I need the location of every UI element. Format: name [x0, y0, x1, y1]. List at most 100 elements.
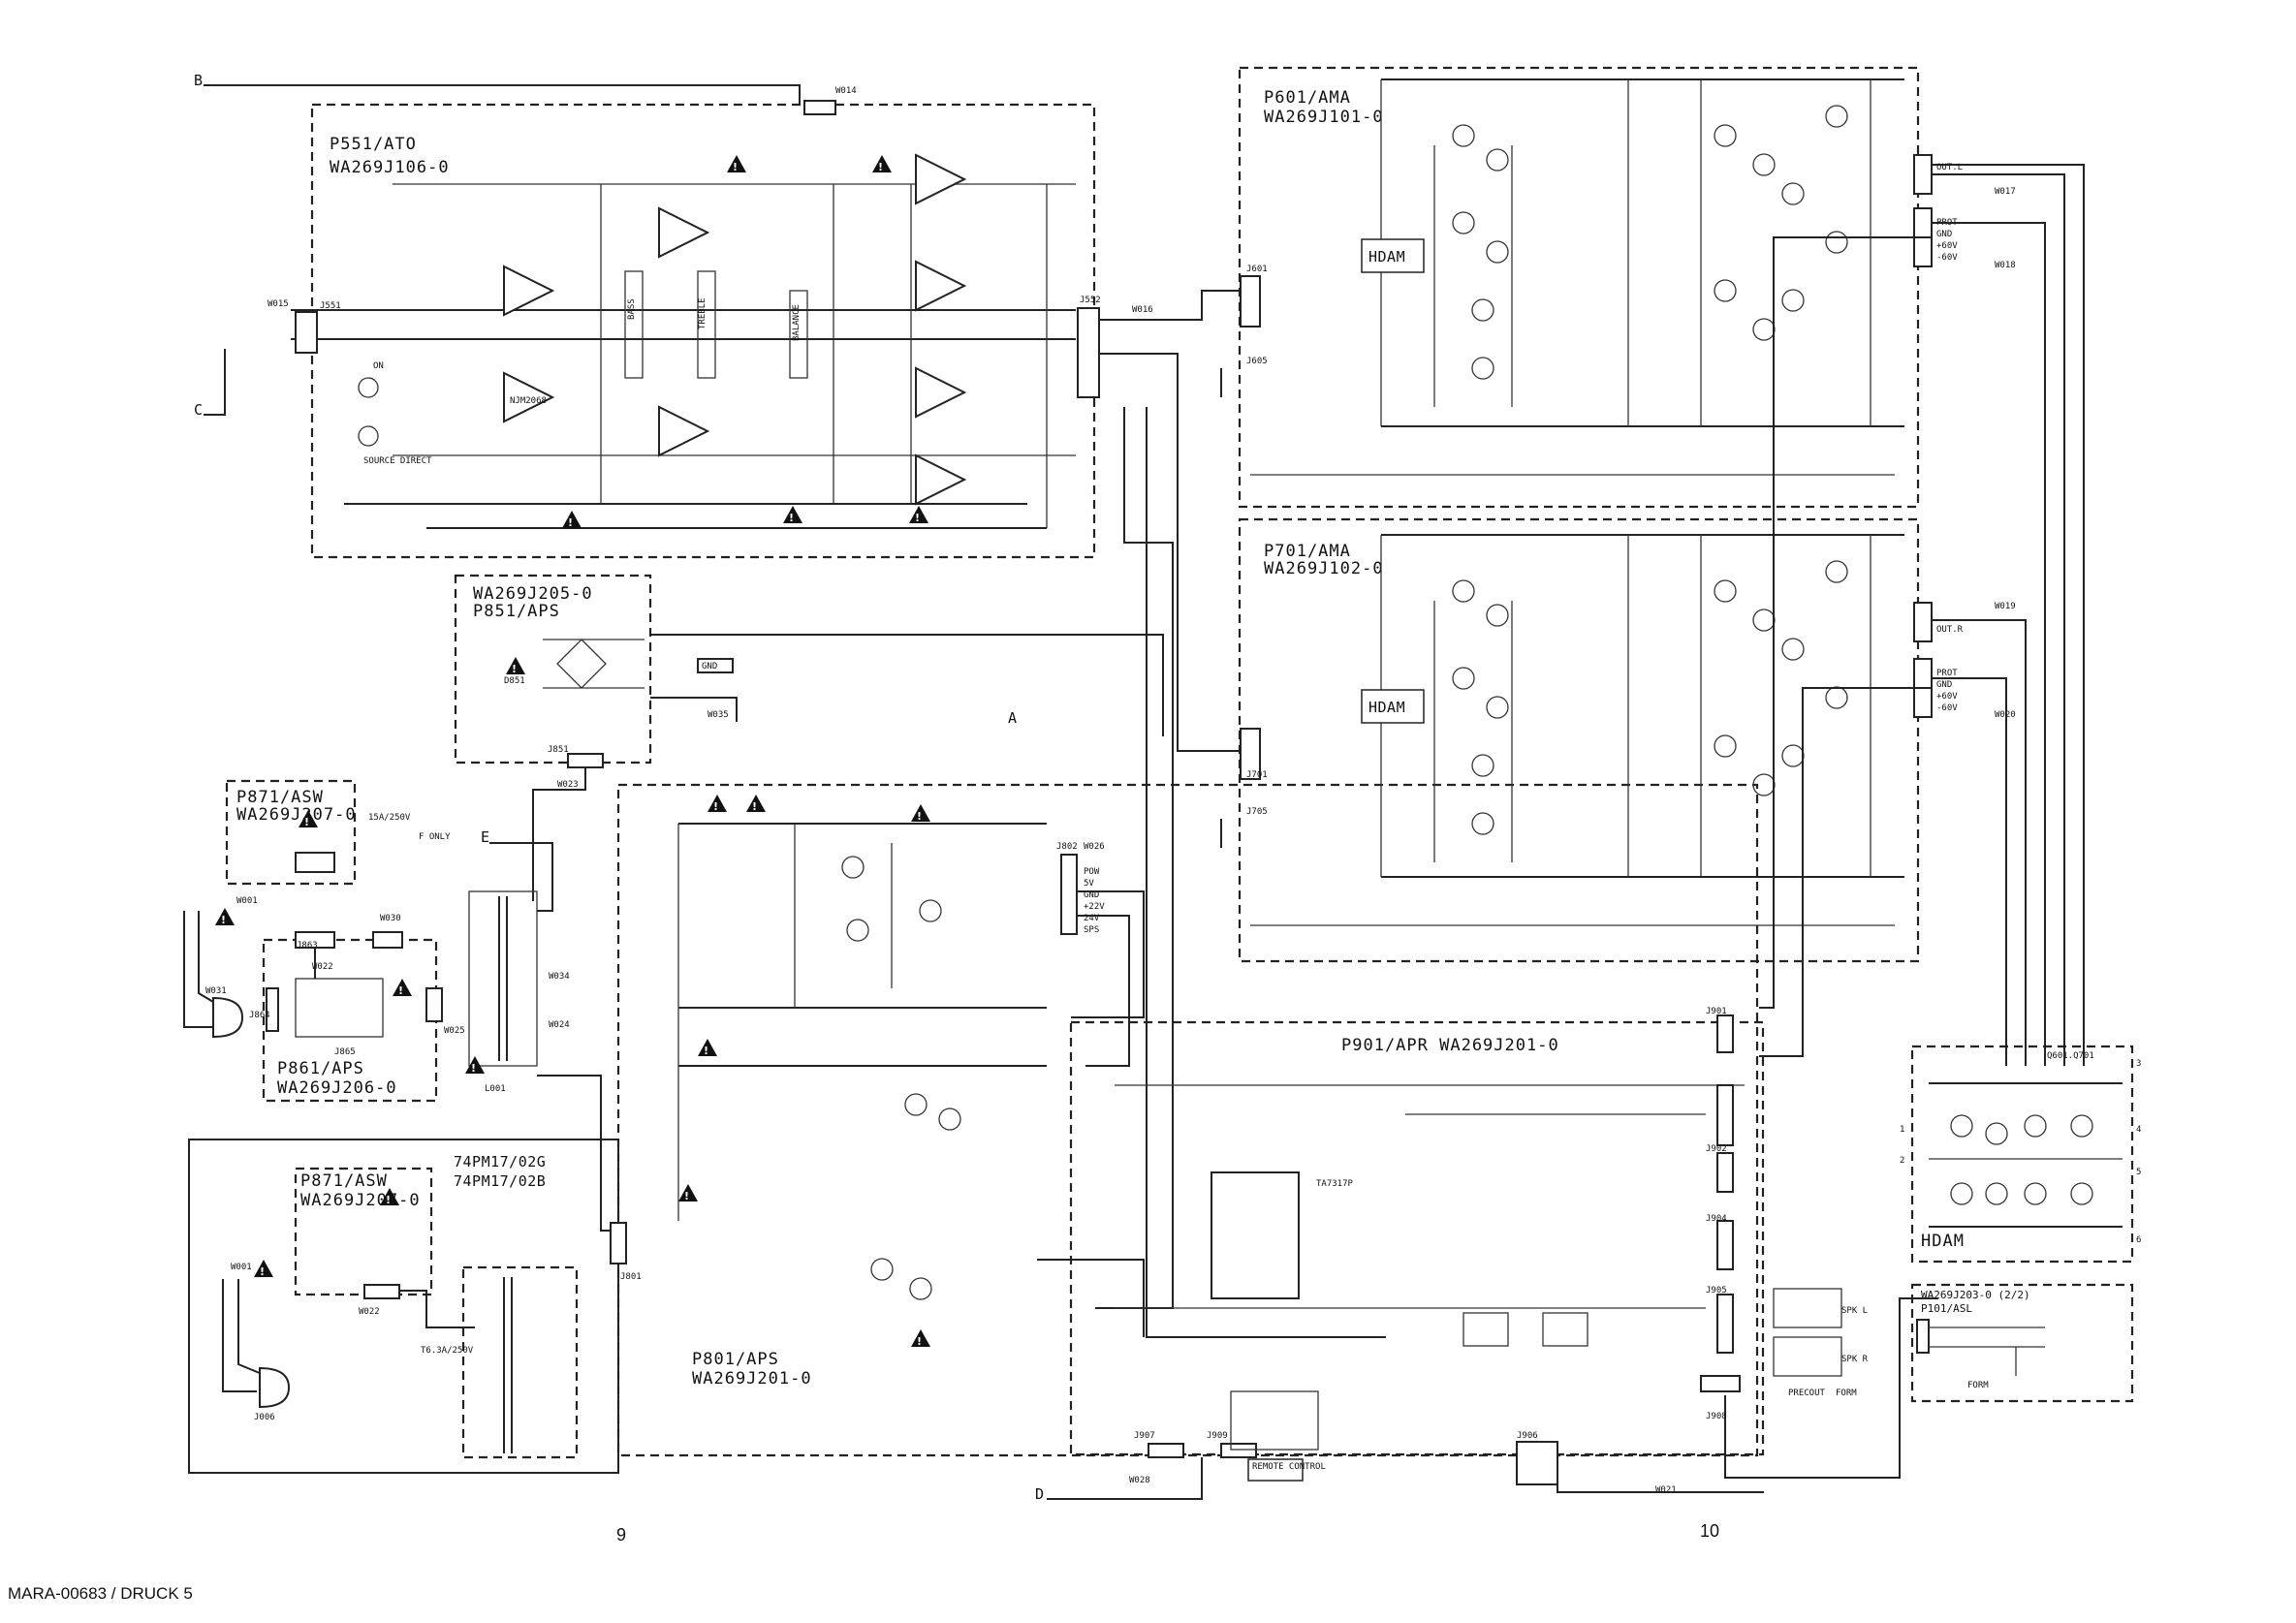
j906-label: J906 — [1517, 1431, 1538, 1441]
p701-gnd-label: GND — [1936, 680, 1952, 690]
svg-text:6: 6 — [2136, 1235, 2141, 1245]
p701-plus60-label: +60V — [1936, 692, 1958, 702]
j908-label: J908 — [1706, 1412, 1727, 1421]
svg-text:3: 3 — [2136, 1059, 2141, 1069]
j901-label: J901 — [1706, 1007, 1727, 1016]
svg-text:!: ! — [713, 800, 718, 813]
p701-code: WA269J102-0 — [1264, 559, 1384, 578]
p551-code: WA269J106-0 — [330, 158, 450, 177]
w019-label: W019 — [1995, 602, 2016, 611]
w020-label: W020 — [1995, 710, 2016, 720]
hdam-module-title: Q601.Q701 — [2047, 1051, 2094, 1061]
j605-label: J605 — [1246, 357, 1268, 366]
j909-label: J909 — [1207, 1431, 1228, 1441]
j904-label: J904 — [1706, 1214, 1727, 1224]
p701-minus60-label: -60V — [1936, 703, 1958, 713]
svg-text:!: ! — [471, 1062, 476, 1075]
j851-label: J851 — [548, 745, 569, 755]
svg-text:5: 5 — [2136, 1168, 2141, 1177]
j601-label: J601 — [1246, 265, 1268, 274]
p601-title: P601/AMA — [1264, 88, 1351, 108]
board-p101 — [1910, 1283, 2134, 1403]
p701-prot-label: PROT — [1936, 669, 1958, 678]
p701-circuit: HDAM J701 J705 OUT.R PROT GND +60V -60V … — [1240, 534, 2016, 926]
rail-gnd: GND — [1084, 890, 1099, 900]
ic-ta7317p: TA7317P — [1316, 1179, 1354, 1189]
w015-label: W015 — [267, 299, 289, 309]
p701-hdam-label: HDAM — [1368, 699, 1405, 716]
board-p871a — [225, 779, 357, 886]
p601-hdam-label: HDAM — [1368, 248, 1405, 265]
svg-text:!: ! — [915, 512, 920, 524]
p701-title: P701/AMA — [1264, 542, 1351, 561]
page-number-left: 9 — [616, 1525, 626, 1545]
svg-text:J006: J006 — [254, 1413, 275, 1422]
rail-pow: POW — [1084, 867, 1100, 877]
w035-label: W035 — [708, 710, 729, 720]
p851-circuit: GND D851 J851 W023 W035 ! — [504, 634, 1164, 901]
svg-text:!: ! — [917, 1335, 922, 1348]
rail-24v: 24V — [1084, 914, 1100, 923]
board-p901 — [1069, 1020, 1765, 1456]
j701-label: J701 — [1246, 770, 1268, 780]
p871a-code: WA269J207-0 — [236, 805, 357, 825]
remote-control-label: REMOTE CONTROL — [1252, 1462, 1326, 1472]
w025-label: W025 — [444, 1026, 465, 1036]
bass-label: BASS — [627, 298, 637, 320]
p101-code: WA269J203-0 (2/2) — [1921, 1289, 2030, 1301]
inset-model-1: 74PM17/02G — [454, 1153, 546, 1170]
j902-label: J902 — [1706, 1144, 1727, 1154]
inset-variant-box — [188, 1139, 619, 1474]
w030-label: W030 — [380, 914, 401, 923]
p901-circuit: TA7317P J901 J902 J904 J905 SPK L SPK R … — [1115, 1007, 1869, 1421]
board-p601 — [1238, 66, 1920, 509]
j801-label: J801 — [620, 1272, 642, 1282]
p601-code: WA269J101-0 — [1264, 108, 1384, 127]
svg-text:!: ! — [733, 161, 738, 173]
d851-label: D851 — [504, 676, 525, 686]
j552-label: J552 — [1080, 296, 1101, 305]
j905-label: J905 — [1706, 1286, 1727, 1295]
remote-section: J907 W028 J909 REMOTE CONTROL J906 W021 — [1047, 1390, 1764, 1500]
p871b-code: WA269J207-0 — [300, 1191, 421, 1210]
j865-label: J865 — [334, 1047, 356, 1057]
transformer-l001-box — [461, 1265, 579, 1459]
w031-label: W031 — [205, 986, 227, 996]
connector-c: C — [194, 401, 204, 419]
p551-circuit: NJM2068 BASS TREBLE BALANCE W015 J551 J5… — [204, 84, 1153, 529]
w028-label: W028 — [1129, 1476, 1150, 1485]
connector-e: E — [481, 828, 490, 846]
svg-text:!: ! — [304, 816, 309, 828]
form-label: FORM — [1836, 1389, 1857, 1398]
fuse-rating: 15A/250V — [368, 813, 411, 823]
p601-circuit: HDAM J601 J605 OUT.L PROT GND +60V -60V … — [1240, 78, 2016, 476]
svg-text:!: ! — [386, 1194, 391, 1206]
precout-label: PRECOUT — [1788, 1389, 1826, 1398]
rail-5v: 5V — [1084, 879, 1094, 889]
j705-label: J705 — [1246, 807, 1268, 817]
svg-text:!: ! — [684, 1190, 689, 1202]
spk-l-label: SPK L — [1841, 1306, 1868, 1316]
p601-out-label: OUT.L — [1936, 163, 1963, 172]
rail-22v: +22V — [1084, 902, 1105, 912]
svg-text:W001: W001 — [231, 1263, 252, 1272]
p101-title: P101/ASL — [1921, 1302, 1972, 1315]
w017-label: W017 — [1995, 187, 2016, 197]
power-input-circuit: W001 W031 J864 J865 J863 W022 W030 15A/2… — [183, 810, 618, 1232]
board-p801 — [616, 783, 1759, 1457]
board-p851 — [454, 574, 652, 765]
p801-circuit: J802 POW 5V GND +22V 24V SPS W026 J801 !… — [610, 795, 1145, 1348]
w022-label: W022 — [312, 962, 333, 972]
p861-title: P861/APS — [277, 1059, 364, 1078]
svg-text:!: ! — [221, 914, 226, 926]
source-direct-label: SOURCE DIRECT — [363, 456, 432, 466]
svg-text:!: ! — [398, 984, 403, 997]
w021-label: W021 — [1655, 1485, 1677, 1495]
opamp-njm2068: NJM2068 — [510, 396, 547, 406]
p701-out-label: OUT.R — [1936, 625, 1964, 635]
p101-circuit: FORM — [1916, 1319, 2045, 1390]
j907-label: J907 — [1134, 1431, 1155, 1441]
w018-label: W018 — [1995, 261, 2016, 270]
page-number-right: 10 — [1700, 1521, 1719, 1541]
